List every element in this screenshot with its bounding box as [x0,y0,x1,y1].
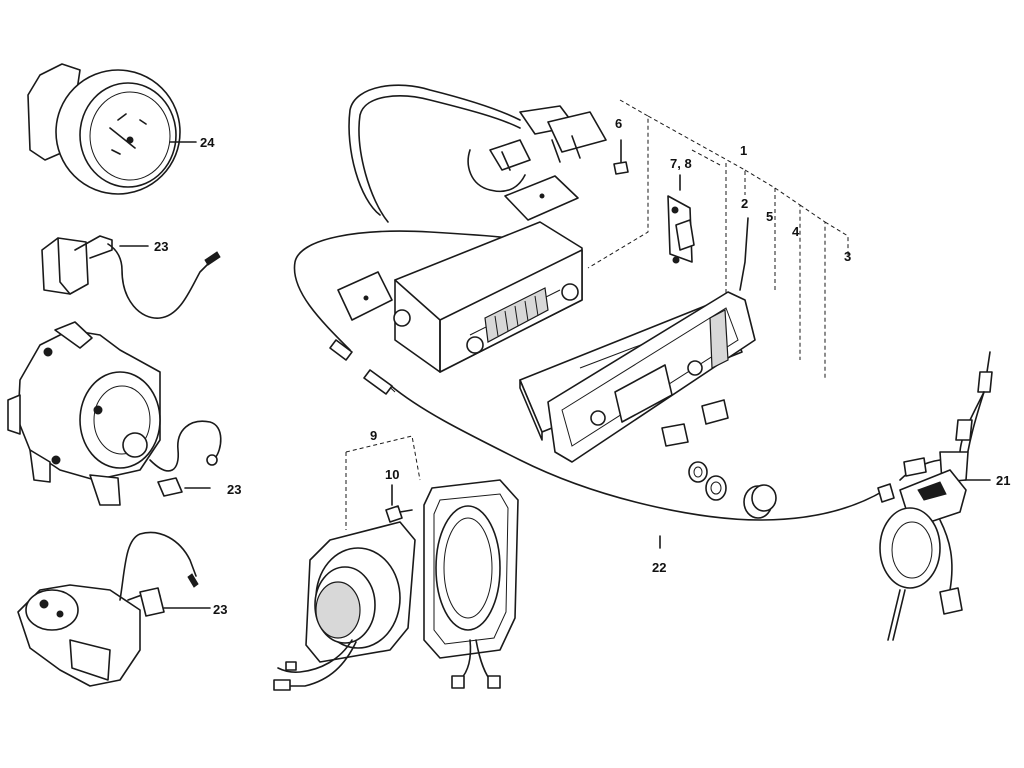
callout-23-bottom: 23 [213,602,227,617]
mounting-screw-part-6 [613,139,629,175]
callout-24: 24 [200,135,215,150]
alternator [7,321,222,506]
noise-condenser-part-23-top [41,235,221,319]
gauge-meter-part-24 [27,63,197,195]
callout-5: 5 [766,209,773,224]
callout-3: 3 [844,249,851,264]
bracket-part-7-8 [667,174,695,264]
speaker-front-view [423,479,519,689]
callout-7-8: 7, 8 [670,156,692,171]
callout-4: 4 [792,224,800,239]
screw-part-10 [385,484,413,523]
callout-23-middle: 23 [227,482,241,497]
ignition-coil [17,531,211,687]
callout-22: 22 [652,560,666,575]
nuts-part-4 [688,461,727,501]
push-buttons-part-5 [661,399,729,447]
front-bezel-part-2 [547,217,756,463]
callout-6: 6 [615,116,622,131]
callout-2: 2 [741,196,748,211]
speaker-rear-view [273,521,416,691]
radio-power-harness [348,84,607,223]
knob-part-3 [743,484,777,519]
callout-21: 21 [996,473,1010,488]
radio-chassis [337,175,583,373]
callout-9: 9 [370,428,377,443]
callout-10: 10 [385,467,399,482]
power-antenna-part-21 [877,351,993,641]
antenna-plug-left [329,339,393,395]
callout-23-top: 23 [154,239,168,254]
callout-1: 1 [740,143,747,158]
